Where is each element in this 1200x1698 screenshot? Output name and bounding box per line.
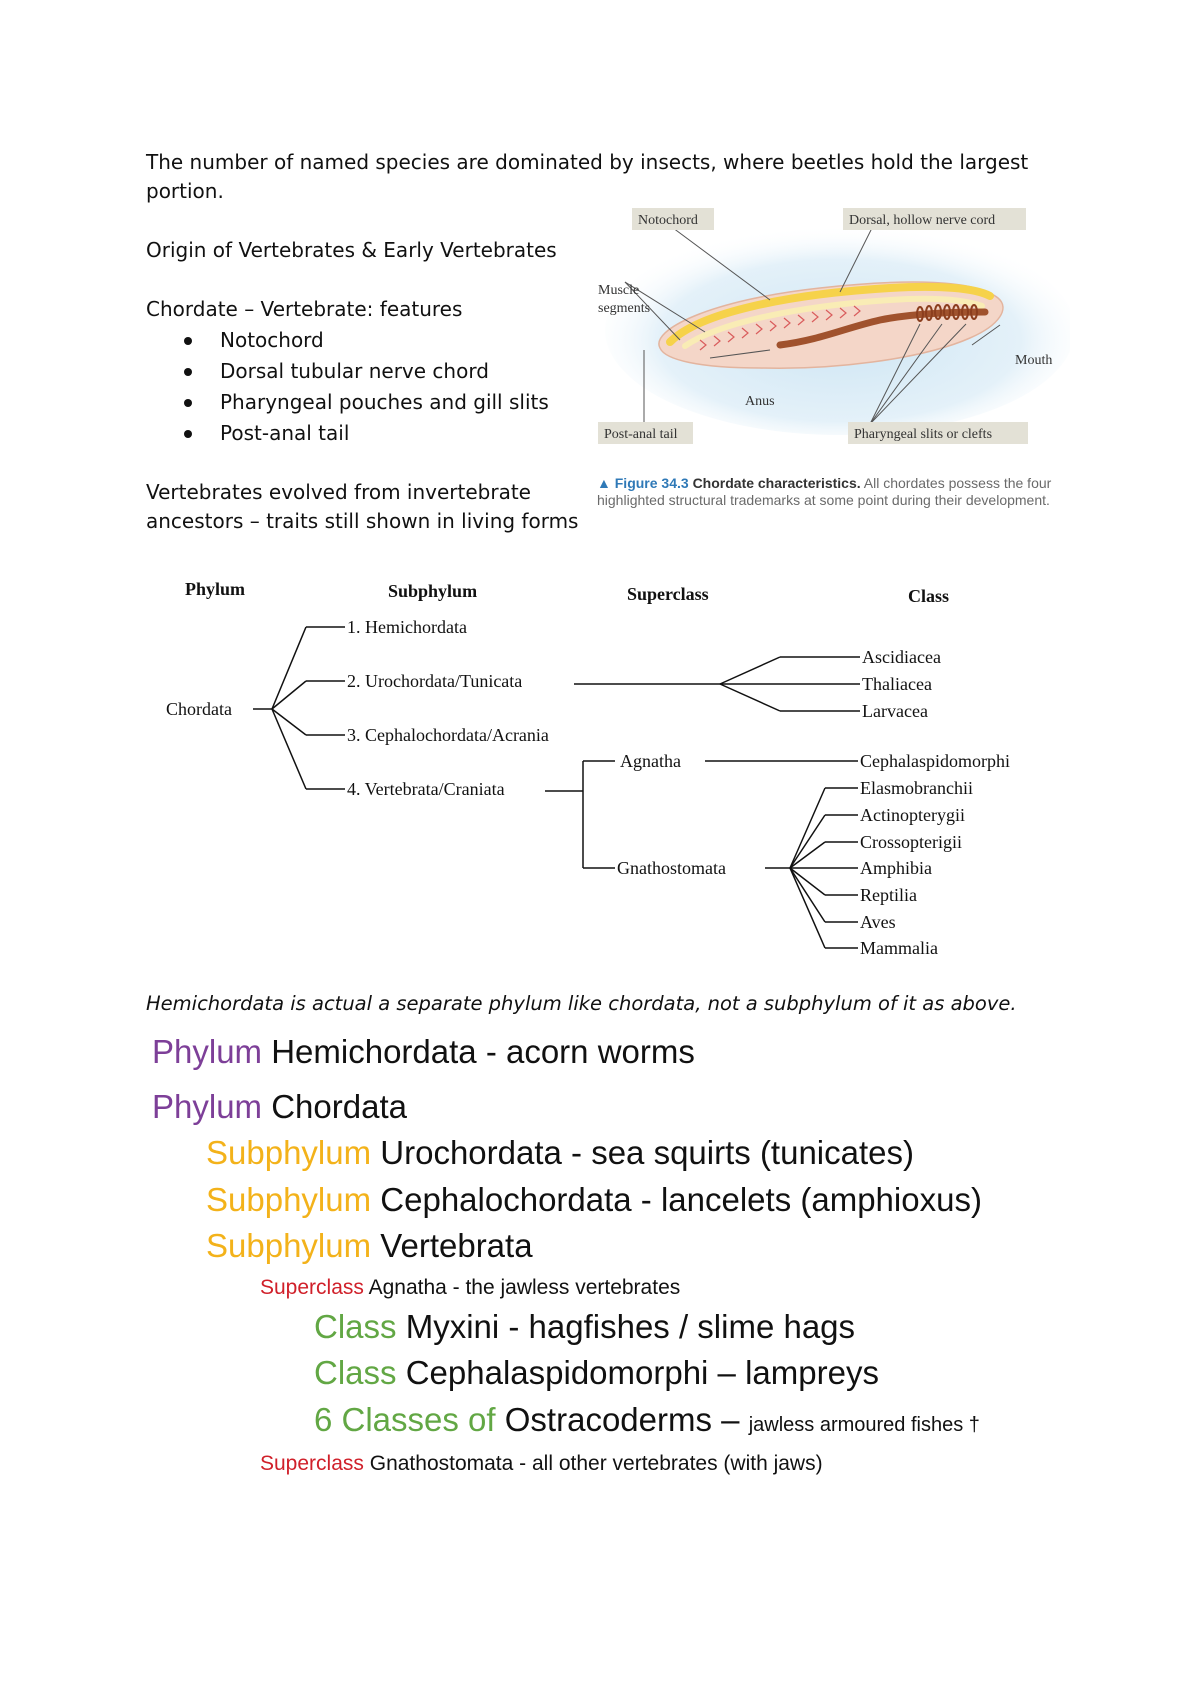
body-shape [658, 281, 1004, 369]
nerve-cord-shape [666, 282, 994, 346]
list-item: Dorsal tubular nerve chord [180, 356, 549, 387]
taxon-name: Myxini - hagfishes / slime hags [405, 1308, 856, 1345]
bullet-icon [184, 368, 192, 376]
rank-label: Subphylum [206, 1227, 372, 1264]
node-class: Thaliacea [862, 674, 932, 694]
taxon-name: Chordata [271, 1088, 407, 1125]
node-class: Larvacea [862, 701, 928, 721]
rank-label: Class [314, 1308, 397, 1345]
taxon-name: Ostracoderms – [504, 1401, 740, 1438]
taxonomy-line: Superclass Gnathostomata - all other ver… [260, 1450, 823, 1478]
label-box [843, 208, 1026, 230]
node-subphylum: 3. Cephalochordata/Acrania [347, 725, 549, 745]
label-box [598, 422, 693, 444]
hemichordata-note: Hemichordata is actual a separate phylum… [146, 991, 1017, 1015]
rank-label: Class [314, 1354, 397, 1391]
node-subphylum: 1. Hemichordata [347, 617, 467, 637]
label-pharyngeal: Pharyngeal slits or clefts [854, 427, 992, 442]
rank-label: Phylum [152, 1033, 263, 1070]
classification-tree: Phylum Subphylum Superclass Class Chorda… [166, 579, 1010, 958]
features-heading: Chordate – Vertebrate: features [146, 297, 463, 321]
taxonomy-line: Superclass Agnatha - the jawless vertebr… [260, 1274, 680, 1302]
list-item: Notochord [180, 325, 549, 356]
intro-line-2: portion. [146, 179, 224, 203]
muscle-segments-shape [699, 305, 861, 351]
taxon-name: Cephalaspidomorphi – lampreys [405, 1354, 879, 1391]
node-superclass: Agnatha [620, 751, 681, 771]
header-superclass: Superclass [627, 584, 709, 604]
node-subphylum: 4. Vertebrata/Craniata [347, 779, 505, 799]
tree-lines [253, 626, 860, 949]
node-class: Cephalaspidomorphi [860, 751, 1010, 771]
rank-label: Phylum [152, 1088, 263, 1125]
bullet-icon [184, 430, 192, 438]
taxon-name: Gnathostomata - all other vertebrates (w… [369, 1452, 823, 1475]
intro-line-1: The number of named species are dominate… [146, 150, 1029, 174]
taxonomy-line: 6 Classes of Ostracoderms – jawless armo… [314, 1400, 980, 1445]
node-class: Reptilia [860, 885, 917, 905]
label-muscle: Muscle [598, 283, 639, 298]
figure-caption: ▲ Figure 34.3 Chordate characteristics. … [597, 475, 1067, 509]
list-item: Post-anal tail [180, 418, 549, 449]
taxon-name: Urochordata - sea squirts (tunicates) [380, 1134, 915, 1171]
label-box [848, 422, 1028, 444]
label-mouth: Mouth [1015, 353, 1052, 368]
figure-number: ▲ Figure 34.3 [597, 475, 689, 491]
label-notochord: Notochord [638, 213, 698, 228]
rank-label: Subphylum [206, 1181, 372, 1218]
taxonomy-line: Phylum Hemichordata - acorn worms [152, 1032, 695, 1072]
bullet-icon [184, 337, 192, 345]
node-class: Mammalia [860, 938, 938, 958]
node-class: Crossopterigii [860, 832, 962, 852]
figure-caption-text: All chordates possess the four highlight… [597, 475, 1052, 508]
label-post-anal: Post-anal tail [604, 427, 678, 442]
label-nerve-cord: Dorsal, hollow nerve cord [849, 213, 995, 228]
node-class: Aves [860, 912, 896, 932]
taxonomy-line: Phylum Chordata [152, 1087, 407, 1127]
bullet-icon [184, 399, 192, 407]
notochord-shape [682, 295, 985, 349]
header-subphylum: Subphylum [388, 581, 477, 601]
taxon-extra: jawless armoured fishes † [748, 1414, 980, 1436]
node-class: Actinopterygii [860, 805, 965, 825]
feature-list: Notochord Dorsal tubular nerve chord Pha… [180, 325, 549, 449]
taxonomy-line: Class Cephalaspidomorphi – lampreys [314, 1353, 879, 1393]
node-class: Amphibia [860, 858, 932, 878]
node-class: Elasmobranchii [860, 778, 973, 798]
taxon-name: Hemichordata - acorn worms [271, 1033, 695, 1070]
taxonomy-line: Subphylum Cephalochordata - lancelets (a… [206, 1180, 982, 1220]
label-segments: segments [598, 301, 650, 316]
header-phylum: Phylum [185, 579, 245, 599]
leader-lines [624, 221, 1001, 425]
taxon-name: Agnatha - the jawless vertebrates [368, 1276, 681, 1299]
gill-slits-shape [916, 304, 978, 322]
rank-label: Superclass [260, 1452, 364, 1475]
evolution-line-1: Vertebrates evolved from invertebrate [146, 480, 531, 504]
rank-label: Subphylum [206, 1134, 372, 1171]
section-title: Origin of Vertebrates & Early Vertebrate… [146, 238, 557, 262]
node-superclass: Gnathostomata [617, 858, 726, 878]
taxonomy-line: Class Myxini - hagfishes / slime hags [314, 1307, 855, 1347]
taxon-name: Cephalochordata - lancelets (amphioxus) [380, 1181, 982, 1218]
node-subphylum: 2. Urochordata/Tunicata [347, 671, 522, 691]
node-class: Ascidiacea [862, 647, 941, 667]
rank-label: 6 Classes of [314, 1401, 496, 1438]
header-class: Class [908, 586, 949, 606]
label-anus: Anus [745, 394, 775, 409]
evolution-line-2: ancestors – traits still shown in living… [146, 509, 579, 533]
taxonomy-line: Subphylum Urochordata - sea squirts (tun… [206, 1133, 914, 1173]
chordate-diagram: Notochord Dorsal, hollow nerve cord Musc… [598, 208, 1070, 444]
taxonomy-line: Subphylum Vertebrata [206, 1226, 533, 1266]
figure-title: Chordate characteristics. [692, 475, 861, 491]
node-chordata: Chordata [166, 699, 232, 719]
label-box [632, 208, 714, 230]
list-item: Pharyngeal pouches and gill slits [180, 387, 549, 418]
rank-label: Superclass [260, 1276, 364, 1299]
taxon-name: Vertebrata [380, 1227, 533, 1264]
